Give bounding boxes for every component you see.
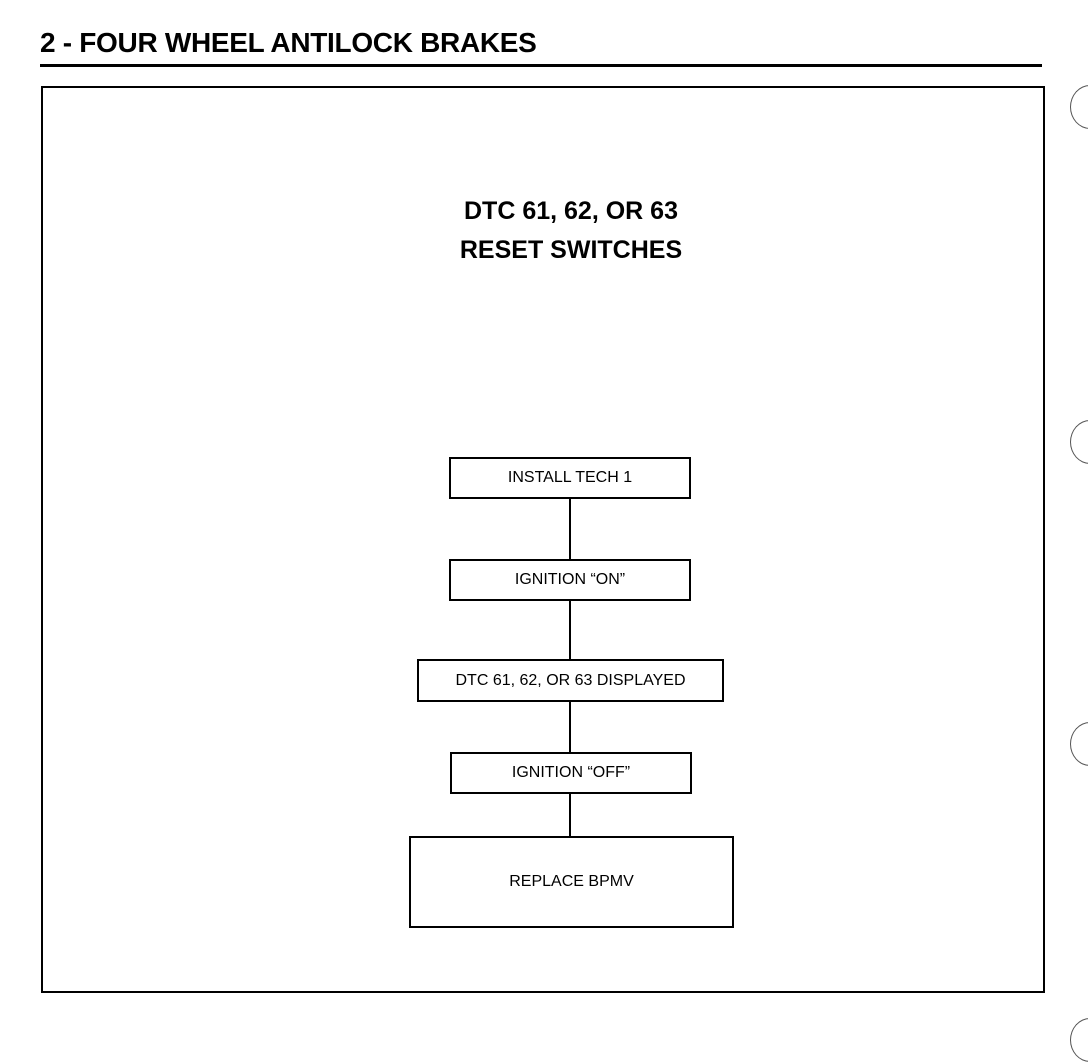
header-rule bbox=[40, 64, 1042, 67]
step-install-tech1: INSTALL TECH 1 bbox=[449, 457, 691, 499]
binder-hole-icon bbox=[1070, 85, 1088, 129]
connector-4 bbox=[569, 792, 571, 837]
binder-hole-icon bbox=[1070, 1018, 1088, 1062]
diagram-frame bbox=[41, 86, 1045, 993]
section-title: 2 - FOUR WHEEL ANTILOCK BRAKES bbox=[40, 27, 537, 58]
binder-hole-icon bbox=[1070, 722, 1088, 766]
connector-3 bbox=[569, 700, 571, 752]
chart-title-line1: DTC 61, 62, OR 63 bbox=[464, 197, 678, 225]
step-ignition-off: IGNITION “OFF” bbox=[450, 752, 692, 794]
connector-1 bbox=[569, 497, 571, 559]
step-replace-bpmv: REPLACE BPMV bbox=[409, 836, 734, 928]
step-ignition-on: IGNITION “ON” bbox=[449, 559, 691, 601]
step-dtc-displayed: DTC 61, 62, OR 63 DISPLAYED bbox=[417, 659, 724, 702]
chart-title: DTC 61, 62, OR 63 RESET SWITCHES bbox=[41, 192, 1088, 270]
binder-hole-icon bbox=[1070, 420, 1088, 464]
chart-title-line2: RESET SWITCHES bbox=[459, 236, 683, 264]
connector-2 bbox=[569, 599, 571, 659]
